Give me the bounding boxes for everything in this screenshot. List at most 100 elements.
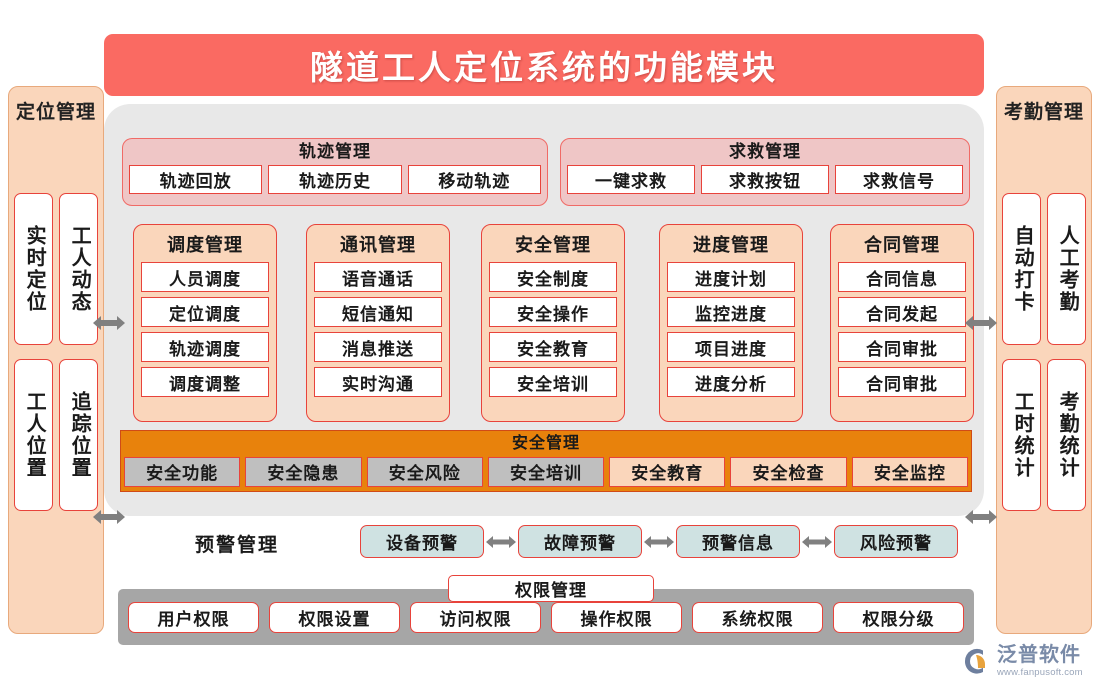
positioning-row-1: 实时定位 工人动态 [14, 193, 98, 345]
bidirectional-arrow-icon [642, 533, 676, 551]
column-contract-management: 合同管理 合同信息 合同发起 合同审批 合同审批 [830, 224, 974, 422]
column-safety-management: 安全管理 安全制度 安全操作 安全教育 安全培训 [481, 224, 625, 422]
column-title-0: 调度管理 [167, 235, 243, 255]
safety-bar-item-2[interactable]: 安全风险 [366, 456, 483, 487]
attendance-item-2[interactable]: 工时统计 [1002, 359, 1041, 511]
permission-item-0[interactable]: 用户权限 [128, 601, 259, 633]
attendance-row-1: 自动打卡 人工考勤 [1002, 193, 1086, 345]
column-2-item-2[interactable]: 安全教育 [489, 332, 617, 362]
warning-section-label: 预警管理 [195, 535, 280, 556]
safety-bar-item-3[interactable]: 安全培训 [487, 456, 605, 487]
group-rescue-items: 一键求救 求救按钮 求救信号 [567, 165, 963, 195]
column-title-1: 通讯管理 [340, 235, 416, 255]
column-title-4: 合同管理 [864, 235, 940, 255]
column-1-item-3[interactable]: 实时沟通 [314, 367, 442, 397]
warning-item-2[interactable]: 预警信息 [676, 525, 800, 558]
brand-logo: 泛普软件 www.fanpusoft.com [962, 645, 1083, 678]
permission-item-2[interactable]: 访问权限 [410, 601, 541, 633]
positioning-item-3-label: 追踪位置 [68, 391, 91, 479]
column-2-item-0[interactable]: 安全制度 [489, 262, 617, 292]
column-1-item-1[interactable]: 短信通知 [314, 297, 442, 327]
permission-item-5[interactable]: 权限分级 [833, 601, 964, 633]
positioning-item-2-label: 工人位置 [23, 391, 46, 479]
warning-item-1[interactable]: 故障预警 [518, 525, 642, 558]
positioning-item-0[interactable]: 实时定位 [14, 193, 53, 345]
rescue-item-2[interactable]: 求救信号 [835, 165, 963, 195]
attendance-item-3-label: 考勤统计 [1056, 391, 1079, 479]
safety-bar-item-1[interactable]: 安全隐患 [245, 456, 362, 487]
rescue-item-0[interactable]: 一键求救 [567, 165, 695, 195]
column-1-item-2[interactable]: 消息推送 [314, 332, 442, 362]
permission-title: 权限管理 [448, 575, 654, 602]
attendance-item-1-label: 人工考勤 [1056, 225, 1079, 313]
column-4-item-1[interactable]: 合同发起 [838, 297, 966, 327]
column-2-item-3[interactable]: 安全培训 [489, 367, 617, 397]
safety-bar: 安全管理 安全功能 安全隐患 安全风险 安全培训 安全教育 安全检查 安全监控 [120, 430, 972, 492]
column-4-item-2[interactable]: 合同审批 [838, 332, 966, 362]
positioning-item-1[interactable]: 工人动态 [59, 193, 98, 345]
panel-title-positioning: 定位管理 [15, 102, 96, 123]
permission-item-1[interactable]: 权限设置 [269, 601, 400, 633]
connector-arrow-right-bottom-icon [964, 508, 998, 528]
panel-title-attendance: 考勤管理 [1003, 102, 1084, 123]
positioning-item-0-label: 实时定位 [23, 225, 46, 313]
permission-item-3[interactable]: 操作权限 [551, 601, 682, 633]
column-3-item-1[interactable]: 监控进度 [667, 297, 795, 327]
bidirectional-arrow-icon [484, 533, 518, 551]
track-item-1[interactable]: 轨迹历史 [268, 165, 402, 195]
column-3-item-0[interactable]: 进度计划 [667, 262, 795, 292]
column-1-item-0[interactable]: 语音通话 [314, 262, 442, 292]
column-title-3: 进度管理 [693, 235, 769, 255]
panel-positioning-management: 定位管理 实时定位 工人动态 工人位置 追踪位置 [8, 86, 104, 634]
positioning-item-1-label: 工人动态 [68, 225, 91, 313]
positioning-row-2: 工人位置 追踪位置 [14, 359, 98, 511]
attendance-item-3[interactable]: 考勤统计 [1047, 359, 1086, 511]
positioning-item-2[interactable]: 工人位置 [14, 359, 53, 511]
column-0-item-0[interactable]: 人员调度 [141, 262, 269, 292]
attendance-item-1[interactable]: 人工考勤 [1047, 193, 1086, 345]
permission-item-4[interactable]: 系统权限 [692, 601, 823, 633]
logo-company-name: 泛普软件 [997, 644, 1081, 666]
rescue-item-1[interactable]: 求救按钮 [701, 165, 829, 195]
track-item-0[interactable]: 轨迹回放 [129, 165, 263, 195]
page-title: 隧道工人定位系统的功能模块 [104, 34, 984, 96]
warning-row: 设备预警 故障预警 预警信息 风险预警 [360, 525, 958, 558]
column-communication-management: 通讯管理 语音通话 短信通知 消息推送 实时沟通 [306, 224, 450, 422]
group-track-items: 轨迹回放 轨迹历史 移动轨迹 [129, 165, 541, 195]
group-track-management: 轨迹管理 轨迹回放 轨迹历史 移动轨迹 [122, 138, 548, 206]
connector-arrow-left-top-icon [92, 314, 126, 334]
fanpu-logo-icon [962, 646, 992, 676]
column-2-item-1[interactable]: 安全操作 [489, 297, 617, 327]
safety-bar-item-5[interactable]: 安全检查 [730, 456, 847, 487]
attendance-row-2: 工时统计 考勤统计 [1002, 359, 1086, 511]
connector-arrow-left-bottom-icon [92, 508, 126, 528]
connector-arrow-right-top-icon [964, 314, 998, 334]
safety-bar-title: 安全管理 [511, 435, 580, 452]
safety-bar-item-4[interactable]: 安全教育 [609, 456, 726, 487]
warning-item-3[interactable]: 风险预警 [834, 525, 958, 558]
logo-url: www.fanpusoft.com [997, 667, 1083, 678]
safety-bar-item-0[interactable]: 安全功能 [124, 456, 241, 487]
logo-text-block: 泛普软件 www.fanpusoft.com [997, 645, 1083, 678]
safety-bar-item-6[interactable]: 安全监控 [851, 456, 968, 487]
group-rescue-management: 求救管理 一键求救 求救按钮 求救信号 [560, 138, 970, 206]
attendance-item-0-label: 自动打卡 [1011, 225, 1034, 313]
bidirectional-arrow-icon [800, 533, 834, 551]
column-3-item-3[interactable]: 进度分析 [667, 367, 795, 397]
column-0-item-1[interactable]: 定位调度 [141, 297, 269, 327]
positioning-item-3[interactable]: 追踪位置 [59, 359, 98, 511]
column-3-item-2[interactable]: 项目进度 [667, 332, 795, 362]
column-0-item-3[interactable]: 调度调整 [141, 367, 269, 397]
track-item-2[interactable]: 移动轨迹 [407, 165, 541, 195]
warning-item-0[interactable]: 设备预警 [360, 525, 484, 558]
group-title-rescue: 求救管理 [729, 142, 801, 161]
safety-bar-items: 安全功能 安全隐患 安全风险 安全培训 安全教育 安全检查 安全监控 [124, 456, 968, 487]
column-0-item-2[interactable]: 轨迹调度 [141, 332, 269, 362]
column-dispatch-management: 调度管理 人员调度 定位调度 轨迹调度 调度调整 [133, 224, 277, 422]
column-4-item-3[interactable]: 合同审批 [838, 367, 966, 397]
attendance-item-2-label: 工时统计 [1011, 391, 1034, 479]
group-title-track: 轨迹管理 [299, 142, 371, 161]
attendance-item-0[interactable]: 自动打卡 [1002, 193, 1041, 345]
column-4-item-0[interactable]: 合同信息 [838, 262, 966, 292]
column-title-2: 安全管理 [515, 235, 591, 255]
